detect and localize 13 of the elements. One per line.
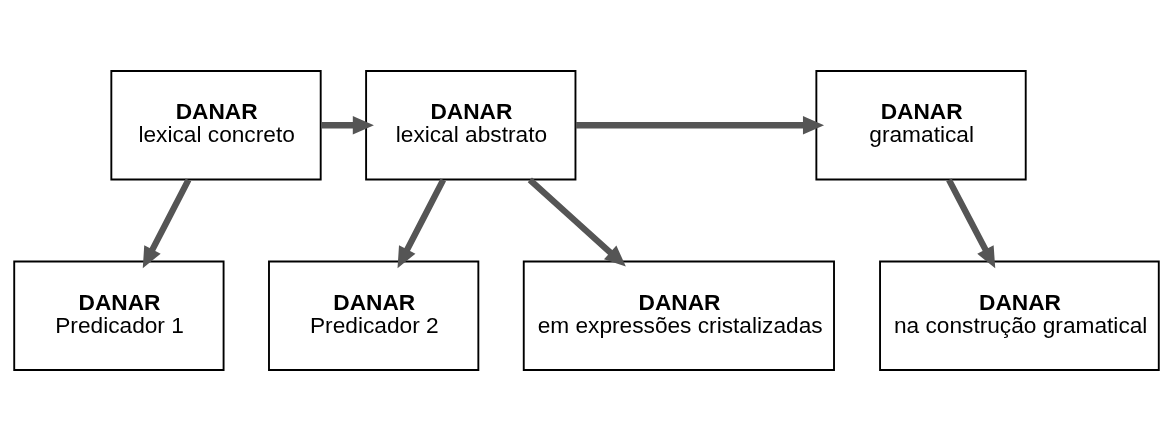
arrow — [397, 177, 446, 268]
arrow — [527, 177, 626, 267]
arrow — [321, 115, 374, 134]
arrow — [142, 177, 192, 268]
node-box: DANAR gramatical — [815, 69, 1027, 180]
arrow — [575, 115, 825, 134]
arrow — [946, 177, 996, 268]
node-box: DANAR Predicador 1 — [13, 260, 225, 371]
node-box: DANAR lexical concreto — [110, 69, 322, 180]
node-box: DANAR Predicador 2 — [268, 260, 480, 371]
node-box: DANAR lexical abstrato — [365, 69, 577, 180]
node-box: DANAR em expressões cristalizadas — [522, 260, 835, 371]
node-box: DANAR na construção gramatical — [879, 260, 1160, 371]
